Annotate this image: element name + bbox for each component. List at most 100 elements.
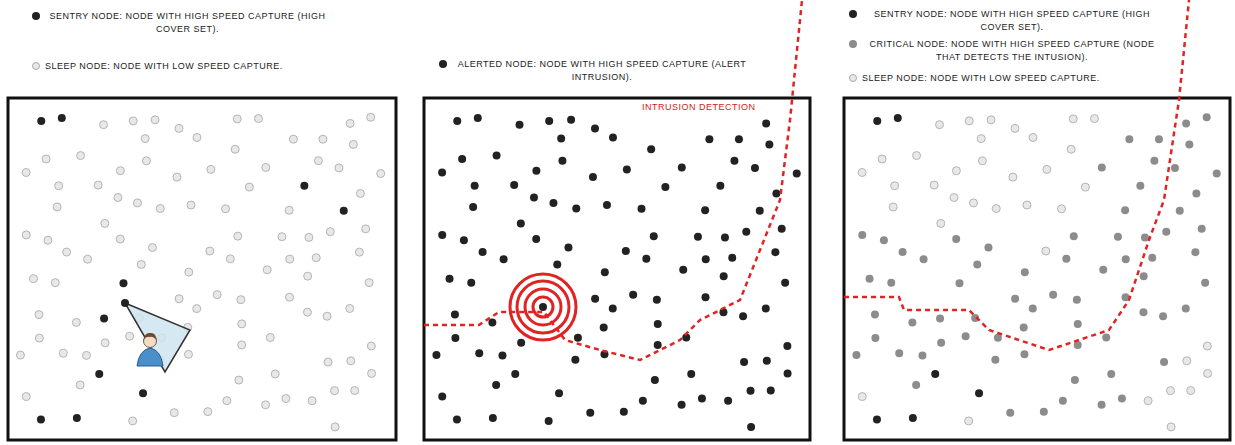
alerted-dot <box>762 304 770 312</box>
sleep-dot <box>72 318 80 326</box>
sleep-dot <box>356 189 364 197</box>
critical-dot <box>952 235 960 243</box>
alerted-dot <box>747 423 755 431</box>
sleep-dot <box>235 376 243 384</box>
sleep-dot <box>116 235 124 243</box>
sleep-dot <box>286 293 294 301</box>
alerted-dot <box>698 395 706 403</box>
sleep-dot <box>1203 342 1211 350</box>
alerted-dot <box>475 349 483 357</box>
sensor-field <box>8 98 396 440</box>
alerted-dot <box>469 203 477 211</box>
person-hair <box>144 333 157 340</box>
sleep-dot <box>1043 165 1051 173</box>
alerted-dot <box>498 351 506 359</box>
alerted-dot <box>489 414 497 422</box>
sleep-dot <box>233 115 241 123</box>
alerted-dot <box>650 232 658 240</box>
alerted-dot <box>479 248 487 256</box>
critical-dot <box>1155 135 1163 143</box>
critical-dot <box>1198 225 1206 233</box>
sleep-dot <box>100 121 108 129</box>
legend-item: SENTRY NODE: NODE WITH HIGH SPEED CAPTUR… <box>45 10 330 36</box>
sleep-dot <box>206 247 214 255</box>
intrusion-line <box>844 0 1189 350</box>
alerted-dot <box>739 312 747 320</box>
critical-dot <box>1098 163 1106 171</box>
alerted-dot <box>530 194 538 202</box>
sentry-dot <box>37 416 45 424</box>
sleep-dot <box>129 117 137 125</box>
intrusion-label: INTRUSION DETECTION <box>640 101 758 113</box>
alerted-dot <box>724 397 732 405</box>
sleep-dot <box>858 169 866 177</box>
sentry-dot <box>873 416 881 424</box>
sleep-dot <box>234 232 242 240</box>
alerted-dot <box>705 135 713 143</box>
alerted-dot <box>793 170 801 178</box>
alerted-dot <box>747 387 755 395</box>
legend-text: CRITICAL NODE: NODE WITH HIGH SPEED CAPT… <box>869 39 1154 62</box>
sleep-dot <box>231 145 239 153</box>
sentry-dot <box>119 279 127 287</box>
sleep-dot <box>101 339 109 347</box>
sensor-field <box>844 0 1230 440</box>
critical-dot <box>1182 304 1190 312</box>
alerted-dot <box>629 291 637 299</box>
alert-rings <box>510 274 576 340</box>
sentry-dot <box>58 114 66 122</box>
alerted-dot <box>453 117 461 125</box>
sleep-dot <box>286 255 294 263</box>
critical-dot <box>1136 182 1144 190</box>
sleep-dot <box>878 155 886 163</box>
sleep-dot <box>141 135 149 143</box>
sleep-dot <box>367 113 375 121</box>
sleep-dot <box>1009 173 1017 181</box>
alerted-dot <box>603 201 611 209</box>
sleep-dot <box>1187 387 1195 395</box>
sleep-dot <box>187 201 195 209</box>
alerted-dot <box>654 320 662 328</box>
critical-dot <box>871 334 879 342</box>
camera-target <box>121 299 190 372</box>
critical-dot <box>1011 295 1019 303</box>
sleep-dot <box>978 157 986 165</box>
sleep-dot <box>173 173 181 181</box>
critical-dot <box>1102 333 1110 341</box>
alerted-dot <box>438 393 446 401</box>
critical-dot <box>866 275 874 283</box>
alerted-dot <box>679 266 687 274</box>
critical-dot <box>852 351 860 359</box>
sleep-dot <box>76 381 84 389</box>
critical-dot <box>936 315 944 323</box>
sleep-dot <box>950 194 958 202</box>
sleep-dot <box>30 275 38 283</box>
alerted-dot <box>687 370 695 378</box>
alerted-dot <box>549 199 557 207</box>
sleep-dot <box>965 117 973 125</box>
alerted-dot <box>432 351 440 359</box>
sleep-dot <box>913 152 921 160</box>
alerted-dot <box>438 169 446 177</box>
legend-text: SLEEP NODE: NODE WITH LOW SPEED CAPTURE. <box>862 73 1100 83</box>
alert-ring <box>517 281 569 333</box>
sleep-dot <box>148 244 156 252</box>
sleep-dot <box>53 203 61 211</box>
sleep-dot <box>304 272 312 280</box>
critical-dot <box>1059 397 1067 405</box>
sensor-dots <box>432 114 800 431</box>
alerted-dot <box>492 381 500 389</box>
sleep-dot <box>44 236 52 244</box>
alerted-dot <box>474 114 482 122</box>
alert-ring <box>533 297 553 317</box>
sleep-dot <box>213 291 221 299</box>
alerted-dot <box>740 358 748 366</box>
sleep-dot <box>1023 201 1031 209</box>
sentry-dot <box>139 389 147 397</box>
sleep-dot <box>346 119 354 127</box>
sleep-dot <box>129 417 137 425</box>
alerted-dot <box>654 341 662 349</box>
critical-dot <box>871 311 879 319</box>
critical-dot <box>991 356 999 364</box>
alerted-dot <box>500 255 508 263</box>
